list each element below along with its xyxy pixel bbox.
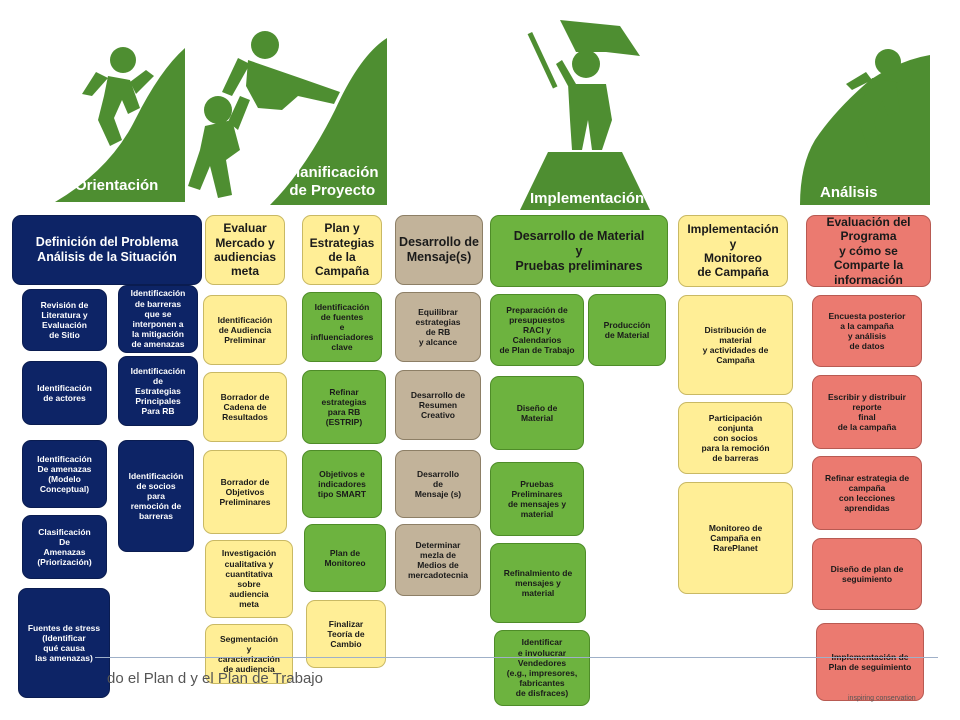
step-box: Identificación de barreras que se interp… <box>118 285 198 353</box>
column-header-evaluacion-programa: Evaluación del Programa y cómo se Compar… <box>806 215 931 287</box>
step-box: Identificación de Estrategias Principale… <box>118 356 198 426</box>
step-box: Segmentación y caracterización de audien… <box>205 624 293 684</box>
step-box: Escribir y distribuir reporte final de l… <box>812 375 922 449</box>
step-box: Desarrollo de Resumen Creativo <box>395 370 481 440</box>
step-box: Plan de Monitoreo <box>304 524 386 592</box>
phase-banner <box>55 20 930 210</box>
step-box: Pruebas Preliminares de mensajes y mater… <box>490 462 584 536</box>
column-header-evaluar-mercado: Evaluar Mercado y audiencias meta <box>205 215 285 285</box>
step-box: Revisión de Literatura y Evaluación de S… <box>22 289 107 351</box>
phase-label-planificacion: Planificación de Proyecto <box>286 164 379 199</box>
step-box: Encuesta posterior a la campaña y anális… <box>812 295 922 367</box>
step-box: Diseño de Material <box>490 376 584 450</box>
step-box: Finalizar Teoría de Cambio <box>306 600 386 668</box>
phase-label-orientacion: Orientación <box>75 177 159 194</box>
footer-divider <box>95 657 938 658</box>
step-box: Identificación De amenazas (Modelo Conce… <box>22 440 107 508</box>
step-box: Refinar estrategia de campaña con leccio… <box>812 456 922 530</box>
step-box: Objetivos e indicadores tipo SMART <box>302 450 382 518</box>
step-box: Investigación cualitativa y cuantitativa… <box>205 540 293 618</box>
step-box: Distribución de material y actividades d… <box>678 295 793 395</box>
step-box: Implementación de Plan de seguimiento <box>816 623 924 701</box>
step-box: Clasificación De Amenazas (Priorización) <box>22 515 107 579</box>
step-box: Identificación de actores <box>22 361 107 425</box>
implementacion-pedestal <box>520 152 650 210</box>
step-box: Producción de Material <box>588 294 666 366</box>
column-header-desarrollo-material: Desarrollo de Material y Pruebas prelimi… <box>490 215 668 287</box>
helping-climber-icon <box>188 31 340 198</box>
step-box: Identificación de fuentes e influenciado… <box>302 292 382 362</box>
step-box: Equilibrar estrategias de RB y alcance <box>395 292 481 362</box>
step-box: Refinar estrategias para RB (ESTRIP) <box>302 370 386 444</box>
step-box: Monitoreo de Campaña en RarePlanet <box>678 482 793 594</box>
step-box: Borrador de Objetivos Preliminares <box>203 450 287 534</box>
phase-label-analisis: Análisis <box>820 184 878 201</box>
step-box: Refinalmiento de mensajes y material <box>490 543 586 623</box>
flag-bearer-icon <box>527 20 640 150</box>
climbing-person-icon <box>82 47 154 146</box>
column-header-implementacion-monitoreo: Implementación y Monitoreo de Campaña <box>678 215 788 287</box>
step-box: Participación conjunta con socios para l… <box>678 402 793 474</box>
step-box: Borrador de Cadena de Resultados <box>203 372 287 442</box>
step-box: Fuentes de stress (Identificar qué causa… <box>18 588 110 698</box>
footer-text: do el Plan d y el Plan de Trabajo <box>107 670 323 687</box>
logo-tagline: inspiring conservation <box>848 695 916 702</box>
step-box: Identificación de Audiencia Preliminar <box>203 295 287 365</box>
column-header-plan-estrategias: Plan y Estrategias de la Campaña <box>302 215 382 285</box>
planificacion-ramp <box>270 38 387 205</box>
step-box: Identificar e involucrar Vendedores (e.g… <box>494 630 590 706</box>
orientacion-ramp <box>55 48 185 202</box>
column-header-definicion-problema: Definición del Problema Análisis de la S… <box>12 215 202 285</box>
column-header-desarrollo-mensajes: Desarrollo de Mensaje(s) <box>395 215 483 285</box>
step-box: Determinar mezla de Medios de mercadotec… <box>395 524 481 596</box>
step-box: Preparación de presupuestos RACI y Calen… <box>490 294 584 366</box>
step-box: Desarrollo de Mensaje (s) <box>395 450 481 518</box>
phase-label-implementacion: Implementación <box>530 190 645 207</box>
step-box: Diseño de plan de seguimiento <box>812 538 922 610</box>
step-box: Identificación de socios para remoción d… <box>118 440 194 552</box>
climbing-person-icon <box>846 49 920 148</box>
